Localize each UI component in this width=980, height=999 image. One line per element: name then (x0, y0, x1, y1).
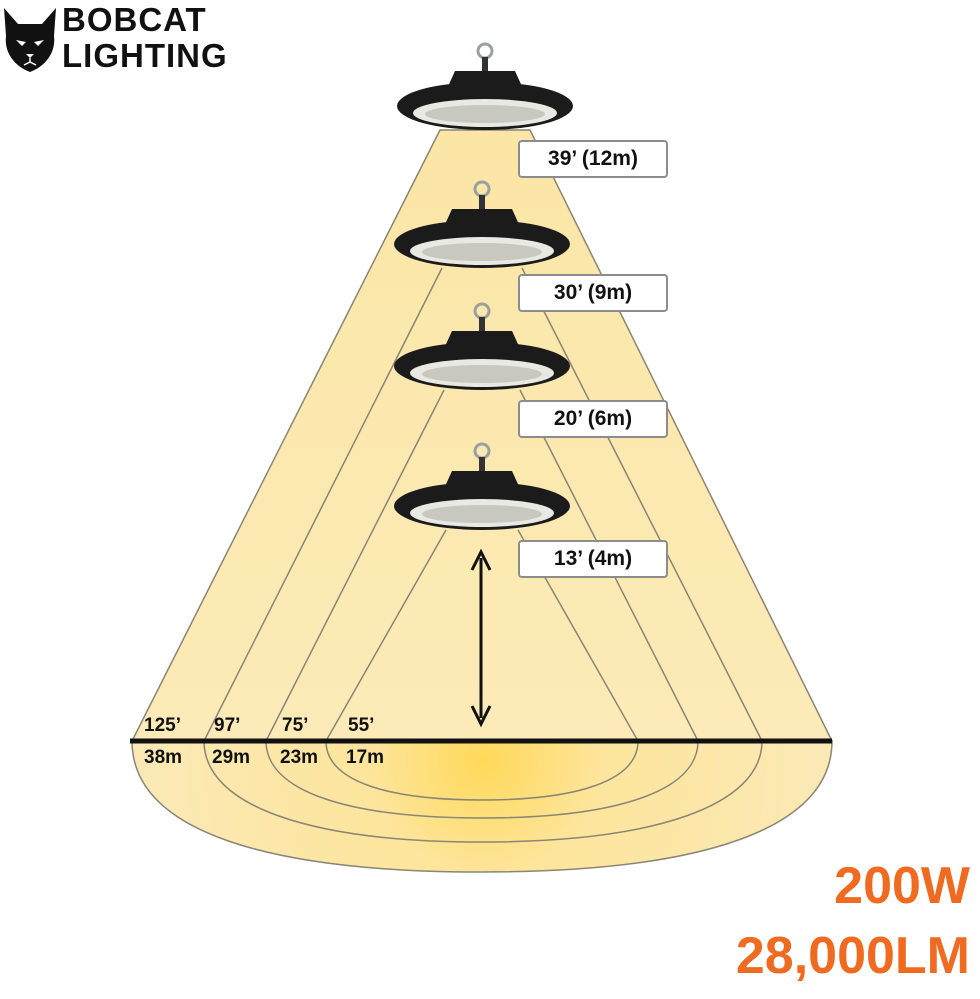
width-meters-label: 17m (346, 747, 385, 768)
beam-cone-30ft (203, 267, 763, 742)
height-tag-20ft: 20’ (6m) (518, 400, 668, 438)
ufo-high-bay-light-icon (394, 442, 570, 530)
height-tag-30ft: 30’ (9m) (518, 274, 668, 312)
ufo-high-bay-light-icon (397, 42, 573, 130)
floor-spot-23m (265, 740, 699, 819)
bobcat-logo-icon (4, 8, 56, 72)
width-meters-label: 23m (280, 747, 319, 768)
floor-spot-29m (203, 740, 763, 843)
width-feet-label: 125’ (144, 715, 181, 736)
brand-name-line1: BOBCAT (62, 1, 207, 38)
double-arrow-icon (470, 548, 492, 728)
brand-logo: BOBCAT LIGHTING (0, 0, 240, 80)
lumens-label: 28,000LM (735, 927, 970, 985)
height-tag-39ft: 39’ (12m) (518, 140, 668, 178)
width-feet-label: 97’ (214, 715, 241, 736)
ufo-high-bay-light-icon (394, 302, 570, 390)
wattage-label: 200W (834, 857, 970, 915)
brand-name-line2: LIGHTING (62, 37, 228, 74)
floor-spot-17m (325, 740, 639, 801)
width-feet-label: 55’ (348, 715, 375, 736)
height-tag-13ft: 13’ (4m) (518, 540, 668, 578)
width-feet-label: 75’ (282, 715, 309, 736)
width-meters-label: 38m (144, 747, 183, 768)
floor-spot-38m (131, 740, 833, 873)
ufo-high-bay-light-icon (394, 180, 570, 268)
width-meters-label: 29m (212, 747, 251, 768)
